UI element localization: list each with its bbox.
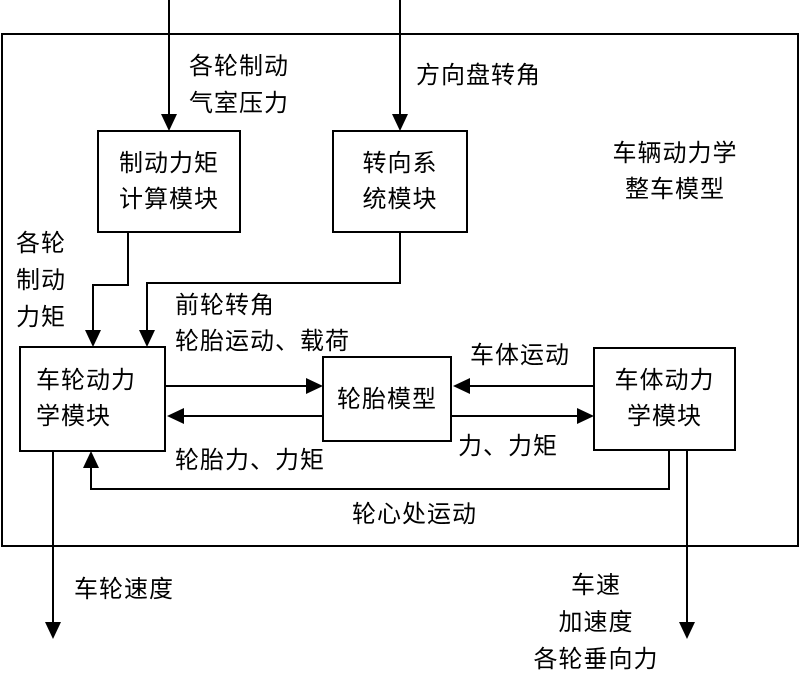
wheel-dynamics-line2: 学模块 <box>36 402 111 430</box>
container-title-line1: 车辆动力学 <box>612 139 738 167</box>
brake-torque-block <box>97 130 241 233</box>
vehicle-output-arrowhead <box>679 622 695 639</box>
brake-pressure-line1: 各轮制动 <box>189 52 289 80</box>
tire-motion-load-line2: 轮胎运动、载荷 <box>175 327 350 355</box>
body-dynamics-block-label: 车体动力 学模块 <box>594 362 735 434</box>
tire-force-arrowhead <box>167 408 184 424</box>
brake-pressure-label: 各轮制动 气室压力 <box>189 48 289 122</box>
wheel-speed-label: 车轮速度 <box>74 575 174 603</box>
steering-line1: 转向系 <box>362 149 438 177</box>
tire-model-block <box>322 356 452 442</box>
body-motion-arrowhead <box>453 378 470 394</box>
wheel-brake-torque-line2: 制动 <box>16 266 66 294</box>
body-dynamics-block <box>593 347 736 451</box>
wheel-brake-torque-label: 各轮 制动 力矩 <box>16 225 66 336</box>
body-motion-label: 车体运动 <box>470 341 570 369</box>
container-title: 车辆动力学 整车模型 <box>600 135 750 207</box>
tire-model-line1: 轮胎模型 <box>337 385 437 413</box>
front-wheel-angle-line1: 前轮转角 <box>175 291 275 319</box>
force-torque-label: 力、力矩 <box>458 432 558 460</box>
wheel-brake-torque-line3: 力矩 <box>16 303 66 331</box>
body-dynamics-line2: 学模块 <box>627 402 702 430</box>
front-wheel-angle-line <box>146 232 401 332</box>
steering-block-label: 转向系 统模块 <box>333 145 467 217</box>
front-wheel-angle-arrowhead <box>139 330 155 347</box>
brake-pressure-line2: 气室压力 <box>189 89 289 117</box>
brake-torque-block-label: 制动力矩 计算模块 <box>98 145 240 217</box>
steering-angle-arrowhead <box>392 114 408 131</box>
force-torque-arrowhead <box>577 408 594 424</box>
wheel-dynamics-block <box>19 346 166 452</box>
wheel-speed-arrowhead <box>45 622 61 639</box>
brake-torque-line2: 计算模块 <box>119 185 219 213</box>
tire-force-torque-label: 轮胎力、力矩 <box>175 446 325 474</box>
wheel-brake-torque-line1: 各轮 <box>16 229 66 257</box>
container-title-line2: 整车模型 <box>625 175 725 203</box>
steering-line2: 统模块 <box>362 185 438 213</box>
vehicle-speed-line: 车速 <box>571 571 621 599</box>
tire-model-block-label: 轮胎模型 <box>323 381 451 417</box>
vehicle-outputs-label: 车速 加速度 各轮垂向力 <box>526 567 666 678</box>
acceleration-line: 加速度 <box>558 608 634 636</box>
vertical-force-line: 各轮垂向力 <box>533 645 659 673</box>
brake-torque-arrowhead <box>85 330 101 347</box>
steering-angle-label: 方向盘转角 <box>416 61 541 89</box>
wheel-center-motion-label: 轮心处运动 <box>352 500 477 528</box>
tire-motion-arrowhead <box>306 378 323 394</box>
body-dynamics-line1: 车体动力 <box>614 366 715 394</box>
brake-torque-line1: 制动力矩 <box>119 149 219 177</box>
wheel-dynamics-block-label: 车轮动力 学模块 <box>20 362 165 434</box>
brake-torque-line <box>92 232 129 332</box>
brake-pressure-arrowhead <box>161 114 177 131</box>
wheel-center-motion-arrowhead <box>83 451 99 468</box>
wheel-center-motion-line <box>90 450 670 490</box>
wheel-dynamics-line1: 车轮动力 <box>36 366 136 394</box>
front-wheel-angle-label: 前轮转角 轮胎运动、载荷 <box>175 287 350 359</box>
